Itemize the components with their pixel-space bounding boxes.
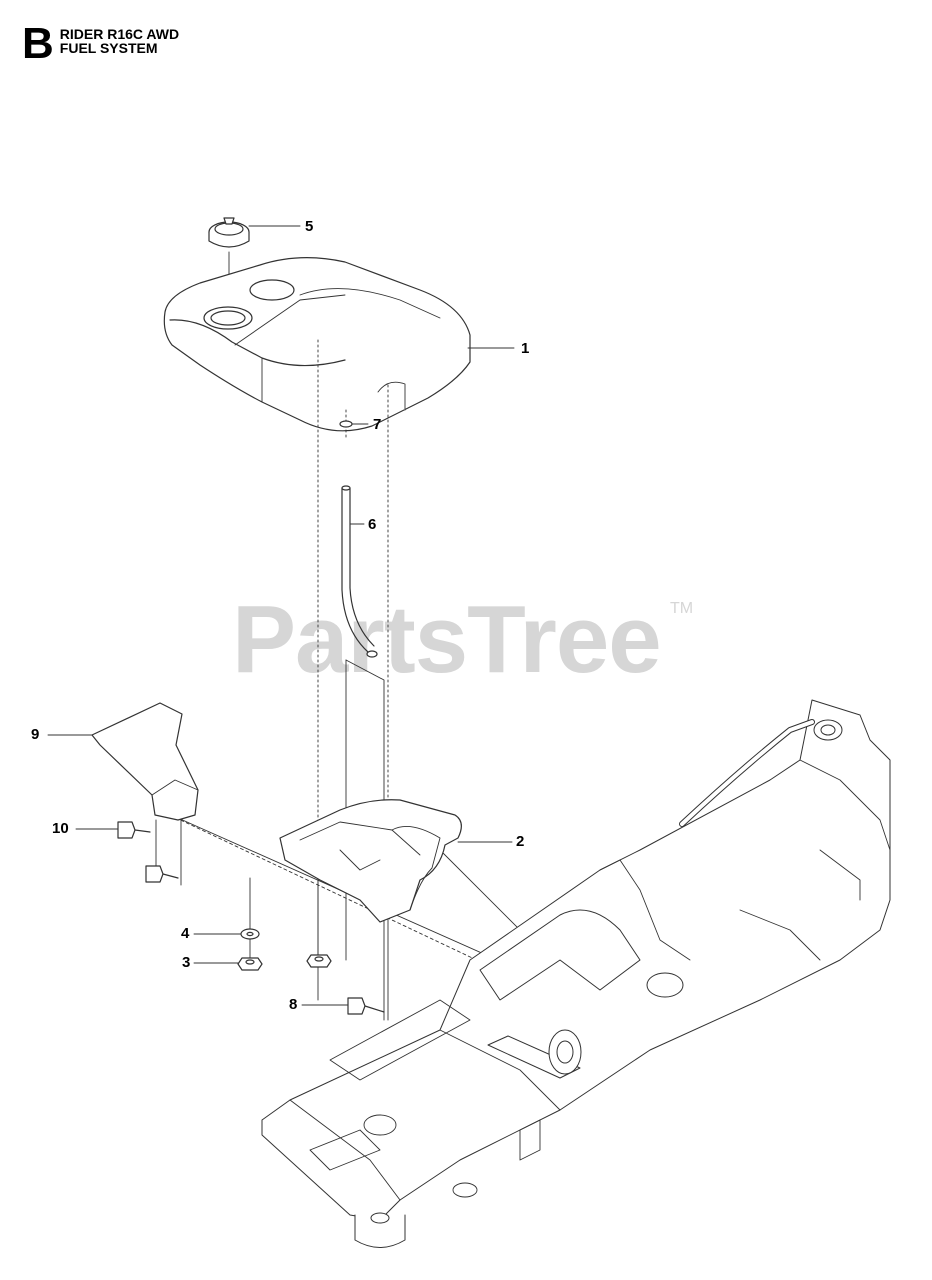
- rider-frame: [261, 699, 891, 1248]
- fuel-hose[interactable]: [341, 485, 378, 658]
- bolt-part-10[interactable]: [117, 821, 151, 839]
- fuel-cap[interactable]: [208, 217, 250, 248]
- section-letter: B: [22, 19, 54, 68]
- watermark-text: PartsTree: [232, 586, 662, 693]
- callout-leaders: [47, 225, 515, 1006]
- fuel-tank[interactable]: [163, 257, 471, 432]
- callout-7: 7: [373, 416, 382, 433]
- diagram-header: B RIDER R16C AWD FUEL SYSTEM: [22, 19, 179, 68]
- nut-part-3[interactable]: [237, 957, 263, 971]
- callout-10: 10: [52, 820, 69, 837]
- washer[interactable]: [240, 928, 260, 940]
- callout-5: 5: [305, 218, 314, 235]
- callout-2: 2: [516, 833, 525, 850]
- assembly-guide-lines: [155, 339, 591, 1021]
- callout-1: 1: [521, 340, 530, 357]
- callout-8: 8: [289, 996, 298, 1013]
- bolt-shield-lower[interactable]: [145, 865, 179, 883]
- callout-3: 3: [182, 954, 191, 971]
- hose-clamp[interactable]: [339, 420, 353, 428]
- nut-center[interactable]: [306, 954, 332, 968]
- model-name: RIDER R16C AWD: [59, 26, 180, 42]
- heat-shield[interactable]: [91, 702, 199, 821]
- system-name: FUEL SYSTEM: [59, 40, 158, 56]
- bolt-part-8[interactable]: [347, 997, 385, 1015]
- watermark-trademark: TM: [670, 600, 694, 617]
- tank-bracket[interactable]: [279, 799, 462, 923]
- callout-6: 6: [368, 516, 377, 533]
- callout-9: 9: [31, 726, 40, 743]
- diagram-title: RIDER R16C AWD FUEL SYSTEM: [60, 24, 179, 55]
- callout-4: 4: [181, 925, 190, 942]
